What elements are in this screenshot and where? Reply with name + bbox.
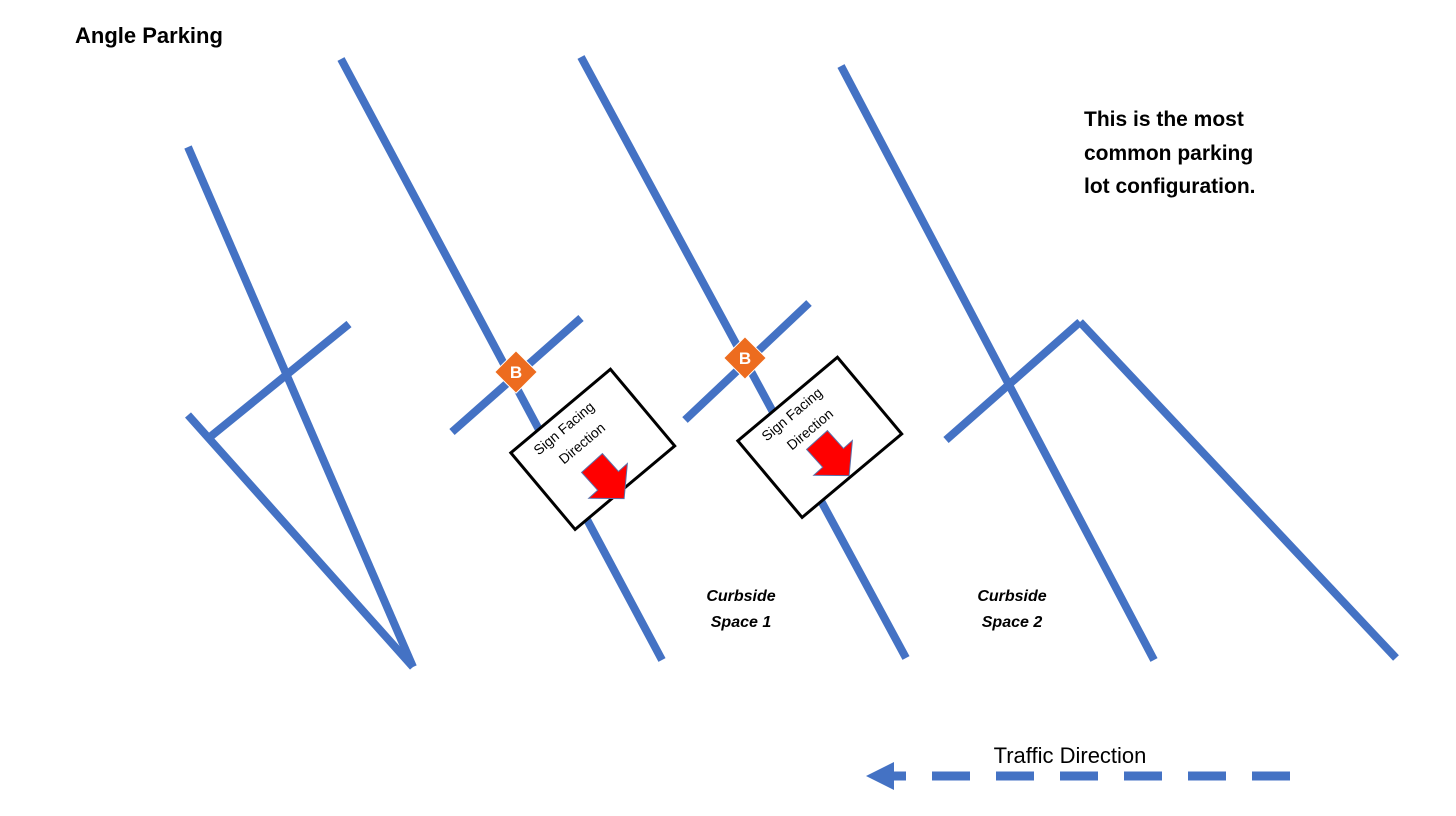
stall-head-1: [207, 320, 352, 441]
badge-label: B: [739, 349, 751, 368]
arrow-down-right-icon: [580, 452, 628, 500]
curbside-label-line-1: Curbside: [706, 588, 775, 605]
note: This is the most common parking lot conf…: [1084, 108, 1255, 198]
stall-divider-5: [1077, 319, 1399, 661]
curbside-label-line-2: Space 1: [711, 614, 772, 631]
stall-divider-4: [837, 64, 1158, 662]
stall-lines: [184, 55, 1399, 670]
diagram-title: Angle Parking: [75, 23, 223, 48]
badge-b-icon: [494, 350, 538, 394]
curbside-label-line-1: Curbside: [977, 588, 1046, 605]
note-line-3: lot configuration.: [1084, 175, 1255, 198]
arrow-down-right-icon: [805, 429, 853, 477]
sign-1: B Sign Facing Direction: [494, 350, 677, 532]
note-line-1: This is the most: [1084, 108, 1244, 131]
stall-divider-1: [184, 145, 417, 669]
sign-2: B Sign Facing Direction: [723, 336, 904, 520]
traffic-direction-label: Traffic Direction: [994, 743, 1147, 768]
stall-divider-1-lower: [185, 412, 416, 670]
stall-head-4: [943, 318, 1083, 444]
curbside-space-2-label: Curbside Space 2: [977, 588, 1046, 631]
badge-b-icon: [723, 336, 767, 380]
arrow-head-left-icon: [866, 762, 894, 790]
stall-divider-2: [337, 57, 666, 662]
badge-label: B: [510, 363, 522, 382]
curbside-space-1-label: Curbside Space 1: [706, 588, 775, 631]
traffic-direction: Traffic Direction: [866, 743, 1290, 790]
curbside-label-line-2: Space 2: [982, 614, 1043, 631]
note-line-2: common parking: [1084, 142, 1253, 165]
